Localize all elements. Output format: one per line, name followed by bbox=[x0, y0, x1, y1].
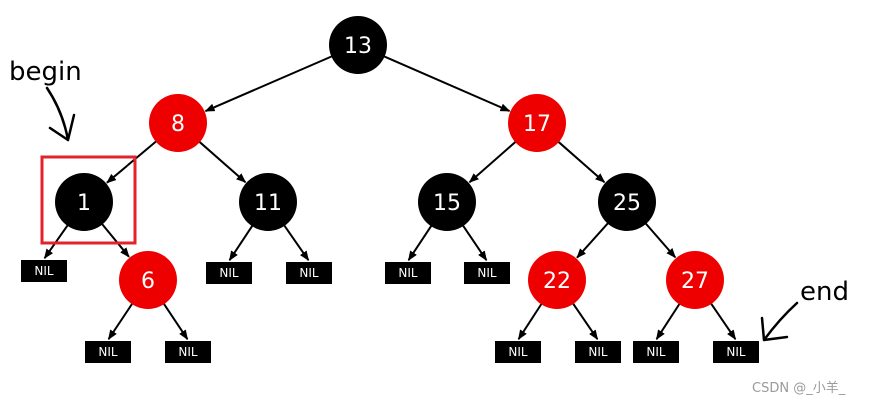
nil-box bbox=[495, 341, 541, 363]
edge-15-nil bbox=[407, 223, 433, 261]
black-node-circle bbox=[598, 173, 656, 231]
node-label: 25 bbox=[613, 191, 641, 216]
nil-leaves: NIL NIL NIL NIL NIL NIL NIL NIL NIL NIL NIL bbox=[21, 260, 759, 363]
nil-label: NIL bbox=[398, 266, 418, 280]
edge-6-nil bbox=[107, 301, 134, 340]
edge-27-nil bbox=[655, 302, 682, 341]
node-label: 8 bbox=[171, 112, 185, 137]
nil-leaf: NIL bbox=[286, 262, 332, 284]
edge-1-6 bbox=[100, 222, 130, 258]
red-node-circle bbox=[149, 94, 207, 152]
begin-highlight-box bbox=[40, 155, 137, 245]
begin-label: begin bbox=[9, 57, 82, 87]
nil-label: NIL bbox=[98, 345, 118, 359]
nil-label: NIL bbox=[34, 264, 54, 278]
node-label: 22 bbox=[543, 269, 571, 294]
tree-node-11: 11 bbox=[239, 173, 297, 231]
edge-11-nil bbox=[228, 223, 254, 261]
nil-box bbox=[85, 341, 131, 363]
edge-27-nil bbox=[709, 301, 737, 340]
nil-box bbox=[206, 262, 252, 284]
nil-leaf: NIL bbox=[713, 341, 759, 363]
nil-leaf: NIL bbox=[385, 262, 431, 284]
nil-label: NIL bbox=[219, 266, 239, 280]
red-node-circle bbox=[119, 251, 177, 309]
nil-label: NIL bbox=[477, 266, 497, 280]
edge-15-nil bbox=[461, 223, 488, 262]
nil-leaf: NIL bbox=[633, 341, 679, 363]
node-label: 6 bbox=[141, 269, 155, 294]
nil-leaf: NIL bbox=[575, 341, 621, 363]
edge-22-nil bbox=[517, 302, 544, 341]
nil-label: NIL bbox=[646, 345, 666, 359]
tree-node-27: 27 bbox=[666, 251, 724, 309]
edge-13-8 bbox=[204, 54, 334, 112]
nil-box bbox=[21, 260, 67, 282]
node-label: 11 bbox=[254, 191, 282, 216]
node-label: 15 bbox=[433, 191, 461, 216]
nil-box bbox=[575, 341, 621, 363]
edge-25-27 bbox=[643, 221, 677, 259]
nil-box bbox=[385, 262, 431, 284]
tree-node-25: 25 bbox=[598, 173, 656, 231]
nil-leaf: NIL bbox=[21, 260, 67, 282]
nil-label: NIL bbox=[508, 345, 528, 359]
tree-edges bbox=[43, 54, 737, 341]
begin-arrow-icon bbox=[45, 86, 76, 142]
nil-label: NIL bbox=[299, 266, 319, 280]
nil-leaf: NIL bbox=[85, 341, 131, 363]
edge-22-nil bbox=[571, 301, 599, 340]
nil-label: NIL bbox=[726, 345, 746, 359]
nil-box bbox=[165, 341, 211, 363]
tree-node-6: 6 bbox=[119, 251, 177, 309]
nil-leaf: NIL bbox=[165, 341, 211, 363]
black-node-circle bbox=[55, 173, 113, 231]
nil-label: NIL bbox=[178, 345, 198, 359]
csdn-watermark: CSDN @_小羊_ bbox=[752, 380, 846, 396]
node-label: 1 bbox=[77, 191, 91, 216]
node-label: 17 bbox=[523, 112, 551, 137]
tree-node-1: 1 bbox=[55, 173, 113, 231]
nil-label: NIL bbox=[588, 345, 608, 359]
red-node-circle bbox=[528, 251, 586, 309]
end-label: end bbox=[800, 277, 849, 307]
tree-node-15: 15 bbox=[418, 173, 476, 231]
edge-11-nil bbox=[282, 223, 310, 261]
edge-8-11 bbox=[197, 140, 247, 183]
edge-17-25 bbox=[556, 140, 606, 183]
edge-6-nil bbox=[162, 301, 189, 340]
tree-node-8: 8 bbox=[149, 94, 207, 152]
nil-box bbox=[713, 341, 759, 363]
black-node-circle bbox=[329, 16, 387, 74]
red-node-circle bbox=[508, 94, 566, 152]
black-node-circle bbox=[239, 173, 297, 231]
tree-node-22: 22 bbox=[528, 251, 586, 309]
edge-25-22 bbox=[576, 221, 610, 259]
nil-box bbox=[633, 341, 679, 363]
nil-box bbox=[464, 262, 510, 284]
black-node-circle bbox=[418, 173, 476, 231]
nil-box bbox=[286, 262, 332, 284]
nil-leaf: NIL bbox=[495, 341, 541, 363]
edge-13-17 bbox=[382, 54, 511, 112]
edge-17-15 bbox=[468, 140, 518, 183]
end-arrow-icon bbox=[760, 301, 799, 342]
tree-node-13: 13 bbox=[329, 16, 387, 74]
node-label: 27 bbox=[681, 269, 709, 294]
nil-leaf: NIL bbox=[206, 262, 252, 284]
edge-1-nil bbox=[43, 223, 70, 260]
red-node-circle bbox=[666, 251, 724, 309]
nil-leaf: NIL bbox=[464, 262, 510, 284]
tree-node-17: 17 bbox=[508, 94, 566, 152]
node-label: 13 bbox=[344, 34, 372, 59]
edge-8-1 bbox=[106, 139, 158, 184]
